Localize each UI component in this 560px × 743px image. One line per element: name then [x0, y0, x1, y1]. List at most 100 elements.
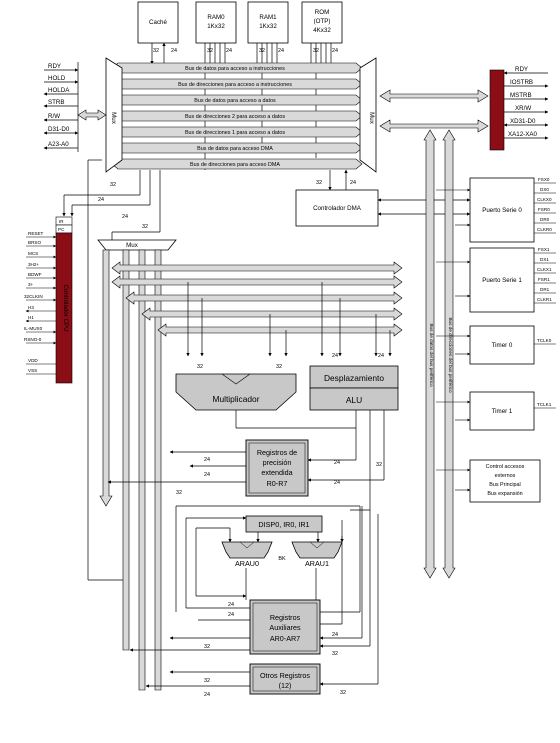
peripheral-data-bus: Bus de datos del bus periférico	[423, 129, 437, 579]
reg-bits-f: 32	[376, 462, 382, 468]
peripheral-bus-links	[436, 188, 471, 492]
dma-bits-24: 24	[350, 180, 356, 186]
signal-d31-d0: D31-D0	[48, 126, 70, 133]
tap-bits-32-b: 32	[142, 224, 148, 230]
arau-wires	[195, 520, 344, 600]
sp1-fsr1: FSR1	[538, 277, 550, 282]
cpu-signal-reset: RESET	[28, 231, 44, 236]
signal-xa12-xa0: XA12-XA0	[508, 131, 537, 138]
internal-buses	[111, 261, 403, 337]
bus-data-data-label: Bus de datos para acceso a datos	[194, 98, 276, 104]
arau1-label: ARAU1	[305, 559, 329, 568]
tap-bits-24-a: 24	[98, 197, 104, 203]
mul-in-bits-32: 32	[197, 364, 203, 370]
arau0-unit: ARAU0	[221, 541, 273, 568]
sp0-fsr0: FSR0	[538, 207, 550, 212]
alu-input-bit-labels: 32 32 24 24	[197, 353, 384, 370]
cache-block: Caché	[137, 1, 179, 44]
cpu-signal-rsno: RSNO-0	[24, 337, 42, 342]
sp1-dr1: DR1	[540, 287, 550, 292]
sp1-dx1: DX1	[540, 257, 549, 262]
cache-label: Caché	[149, 19, 167, 26]
bus-addr2-label: Bus de direcciones 2 para acceso a datos	[185, 114, 285, 120]
ram1-label: RAM1	[259, 14, 277, 21]
right-mux-lower-arrow	[379, 119, 489, 133]
bus-addr-dma: Bus de direcciones para acceso DMA	[111, 158, 363, 170]
ram1-size: 1Kx32	[259, 23, 277, 30]
left-mux-link-arrow	[77, 109, 107, 121]
disp-regs-label: DISP0, IR0, IR1	[258, 520, 309, 529]
cpu-mux: Mux	[97, 239, 177, 251]
alu-label: ALU	[346, 395, 362, 405]
disp-index-registers: DISP0, IR0, IR1	[245, 515, 323, 533]
other-registers: Otros Registros (12)	[249, 663, 321, 695]
ext-reg-line2: precisión	[263, 458, 292, 467]
aux-bits-b: 24	[228, 612, 234, 618]
aux-bits-e: 32	[332, 651, 338, 657]
signal-rw: R/W	[48, 113, 60, 120]
other-reg-line2: (12)	[279, 681, 292, 690]
bus-addr-program-label: Bus de direcciones para acceso a instruc…	[178, 82, 292, 88]
cpu-signal-3h2: 3H2+	[28, 262, 39, 267]
shift-in-bits-40: 24	[332, 353, 338, 359]
cpu-signal-vdd: VDD	[28, 358, 38, 363]
dma-bits-32: 32	[316, 180, 322, 186]
ram0-bits-32: 32	[207, 48, 213, 54]
other-register-wires	[145, 514, 379, 688]
rom-size: 4Kx32	[313, 27, 331, 34]
peripheral-addr-bus-label: Bus de direcciones del bus periférico	[448, 317, 453, 393]
shift-alu-unit: Desplazamiento ALU	[309, 365, 399, 411]
serial-port-0: Puerto Serie 0 FSX0 DX0 CLKX0 FSR0 DR0 C…	[469, 177, 556, 243]
signal-mstrb: MSTRB	[510, 92, 532, 99]
bus-addr-dma-label: Bus de direcciones para acceso DMA	[190, 162, 280, 168]
aux-reg-line2: Auxiliares	[269, 623, 301, 632]
right-mux: Mux	[359, 57, 377, 173]
signal-xrw: XR/W	[515, 105, 531, 112]
ram0-block: RAM0 1Kx32	[195, 1, 237, 44]
main-bus-stack: Bus de datos para acceso a instrucciones…	[111, 62, 363, 170]
aux-reg-line3: AR0-AR7	[270, 634, 300, 643]
right-external-interface: RDY IOSTRB MSTRB XR/W XD31-D0 XA12-XA0	[489, 66, 549, 151]
control-line-3: Bus Principal	[489, 482, 520, 488]
tap-bits-24-b: 24	[122, 214, 128, 220]
ram1-bits-32: 32	[259, 48, 265, 54]
signal-iostrb: IOSTRB	[510, 79, 533, 86]
bus-data-program-label: Bus de datos para acceso a instrucciones	[185, 66, 285, 72]
serial-port-1-label: Puerto Serie 1	[482, 277, 522, 284]
aux-register-wires	[129, 506, 371, 652]
sp1-clkx1: CLKX1	[537, 267, 552, 272]
ram1-block: RAM1 1Kx32	[247, 1, 289, 44]
right-mux-upper-arrow	[379, 89, 489, 103]
reg-bits-e: 24	[334, 480, 340, 486]
sp0-dx0: DX0	[540, 187, 549, 192]
sp1-clkr1: CLKR1	[537, 297, 552, 302]
cpu-signal-h1: H1	[28, 315, 34, 320]
timer-0-signal: TCLK0	[537, 338, 552, 343]
bus-addr1: Bus de direcciones 1 para acceso a datos	[111, 126, 363, 138]
dma-controller: Controlador DMA	[295, 189, 379, 227]
aux-bits-d: 24	[332, 632, 338, 638]
bus-data-dma: Bus de datos para acceso DMA	[111, 142, 363, 154]
bus-addr-program: Bus de direcciones para acceso a instruc…	[111, 78, 363, 90]
signal-holda: HOLDA	[48, 87, 70, 94]
signal-hold: HOLD	[48, 75, 66, 82]
other-bit-labels: 32 24 32	[204, 678, 346, 698]
rom-label: ROM	[315, 9, 329, 16]
extended-registers: Registros de precisión extendida R0-R7	[245, 439, 309, 497]
cpu-controller: IR PC Controlador CPU	[55, 216, 73, 384]
arau1-unit: ARAU1	[291, 541, 343, 568]
mul-in-bits-32b: 32	[276, 364, 282, 370]
left-mux-label: Mux	[110, 112, 117, 125]
left-mux: Mux	[105, 57, 123, 173]
cpu-signal-h3: H3	[28, 305, 34, 310]
timer-1-signal: TCLK1	[537, 402, 552, 407]
timer-1: Timer 1 TCLK1	[469, 391, 556, 431]
cpu-signal-3plus: 3+	[28, 282, 34, 287]
ext-reg-line1: Registros de	[257, 448, 297, 457]
reg-bits-d: 24	[334, 460, 340, 466]
other-bits-b: 24	[204, 692, 210, 698]
cache-bits-32: 32	[153, 48, 159, 54]
signal-a23-a0: A23-A0	[48, 141, 69, 148]
signal-xd31-d0: XD31-D0	[510, 118, 536, 125]
